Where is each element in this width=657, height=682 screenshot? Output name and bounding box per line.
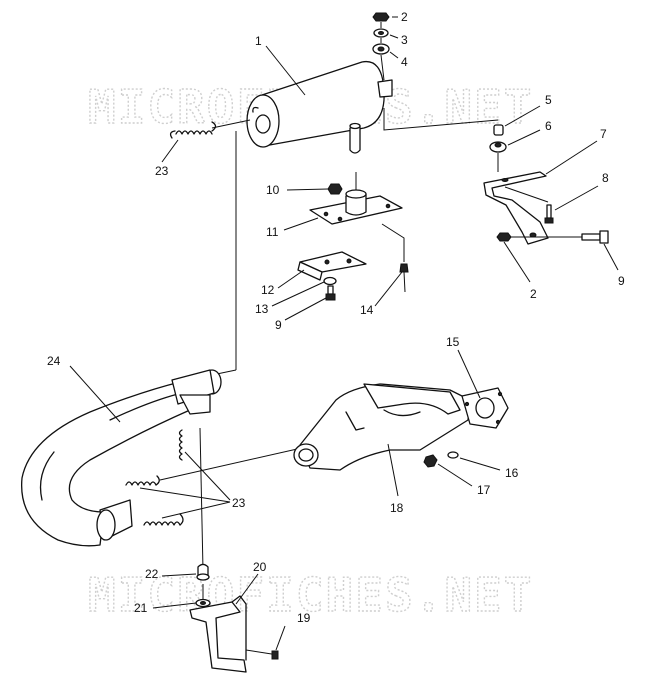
callout-4: 4 xyxy=(401,55,408,69)
muffler xyxy=(246,60,393,154)
callout-24: 24 xyxy=(47,354,61,368)
callout-23-bottom: 23 xyxy=(232,496,246,510)
callout-2-bottom: 2 xyxy=(530,287,537,301)
bracket-bolt-8 xyxy=(544,204,554,224)
callout-8: 8 xyxy=(602,171,609,185)
callout-17: 17 xyxy=(477,483,491,497)
callout-10: 10 xyxy=(266,183,280,197)
manifold-nut-washer xyxy=(423,451,459,468)
callout-7: 7 xyxy=(600,127,607,141)
expansion-chamber xyxy=(20,369,222,547)
top-nut-washer-stack xyxy=(372,12,390,81)
callout-2-top: 2 xyxy=(401,10,408,24)
lower-support-bracket xyxy=(189,563,279,673)
callout-22: 22 xyxy=(145,567,159,581)
grommet-and-bushing xyxy=(489,124,507,172)
callout-21: 21 xyxy=(134,601,148,615)
callout-23-top: 23 xyxy=(155,164,169,178)
mount-plate-assembly xyxy=(309,183,403,225)
callouts: 1 2 3 4 5 6 7 8 9 2 23 10 11 12 13 9 14 xyxy=(47,10,625,651)
callout-1: 1 xyxy=(255,34,262,48)
callout-3: 3 xyxy=(401,33,408,47)
callout-19: 19 xyxy=(297,611,311,625)
callout-11: 11 xyxy=(266,225,279,239)
callout-13: 13 xyxy=(255,302,269,316)
callout-14: 14 xyxy=(360,303,374,317)
callout-9-right: 9 xyxy=(618,274,625,288)
bracket-nut-bolt xyxy=(496,230,609,244)
callout-6: 6 xyxy=(545,119,552,133)
upper-spring xyxy=(169,119,251,139)
lower-mount-bracket xyxy=(297,251,367,301)
callout-16: 16 xyxy=(505,466,519,480)
callout-18: 18 xyxy=(390,501,404,515)
rivet-14 xyxy=(399,263,409,293)
callout-9-middle: 9 xyxy=(275,318,282,332)
exhaust-manifold xyxy=(293,383,509,471)
watermark-bottom: MICROFICHES.NET xyxy=(88,568,533,622)
rear-bracket xyxy=(483,171,549,245)
callout-20: 20 xyxy=(253,560,267,574)
assembly-lines xyxy=(199,108,499,600)
lower-springs xyxy=(125,429,307,526)
callout-15: 15 xyxy=(446,335,460,349)
callout-5: 5 xyxy=(545,93,552,107)
callout-12: 12 xyxy=(261,283,275,297)
